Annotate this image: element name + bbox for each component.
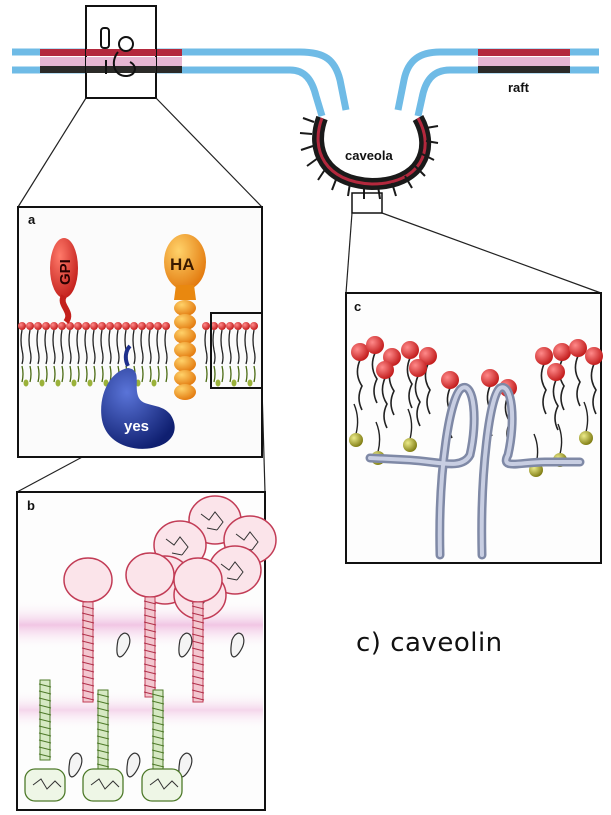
lipid-head bbox=[569, 339, 587, 357]
lipid-head bbox=[74, 322, 82, 330]
inner-head bbox=[88, 380, 93, 387]
lipid-head bbox=[226, 322, 234, 330]
lipid-head bbox=[90, 322, 98, 330]
protein-stalk bbox=[83, 602, 93, 702]
lipid-head bbox=[234, 322, 242, 330]
cholesterol bbox=[579, 431, 593, 445]
inner-head bbox=[24, 380, 29, 387]
lipid-head bbox=[218, 322, 226, 330]
panel-c-label: c bbox=[354, 299, 361, 314]
raft-segment-right bbox=[478, 49, 570, 73]
lipid-head bbox=[585, 347, 603, 365]
lipid-head bbox=[401, 341, 419, 359]
lipid-head bbox=[114, 322, 122, 330]
lipid-head bbox=[42, 322, 50, 330]
lipid-head bbox=[366, 336, 384, 354]
lipid-head bbox=[376, 361, 394, 379]
lipid-head bbox=[106, 322, 114, 330]
panel-a-label: a bbox=[28, 212, 36, 227]
lipid-head bbox=[26, 322, 34, 330]
gpi-label: GPI bbox=[57, 259, 74, 285]
yes-label: yes bbox=[124, 418, 149, 435]
inner-head bbox=[40, 380, 45, 387]
panel-b: b bbox=[17, 492, 276, 810]
figure-caption: c) caveolin bbox=[356, 628, 503, 658]
lipid-head bbox=[82, 322, 90, 330]
lipid-head bbox=[18, 322, 26, 330]
lipid-head bbox=[250, 322, 258, 330]
lipid-head bbox=[34, 322, 42, 330]
lipid-head bbox=[162, 322, 170, 330]
inner-head bbox=[216, 380, 221, 387]
lipid-head bbox=[122, 322, 130, 330]
zoom-box-top bbox=[86, 6, 156, 98]
inner-head bbox=[248, 380, 253, 387]
protein-stalk bbox=[193, 602, 203, 702]
cholesterol bbox=[349, 433, 363, 447]
lipid-head bbox=[441, 371, 459, 389]
lipid-head bbox=[50, 322, 58, 330]
lipid-head bbox=[481, 369, 499, 387]
lipid-head bbox=[535, 347, 553, 365]
lipid-head bbox=[146, 322, 154, 330]
panel-b-label: b bbox=[27, 498, 35, 513]
caveola-label: caveola bbox=[345, 148, 393, 163]
lipid-head bbox=[66, 322, 74, 330]
lipid-head bbox=[138, 322, 146, 330]
lipid-head bbox=[58, 322, 66, 330]
lipid-head bbox=[547, 363, 565, 381]
lipid-head bbox=[409, 359, 427, 377]
inner-head bbox=[152, 380, 157, 387]
ha-label: HA bbox=[170, 255, 195, 274]
protein-stalk bbox=[145, 597, 155, 697]
inner-head bbox=[56, 380, 61, 387]
lipid-head bbox=[98, 322, 106, 330]
raft-label: raft bbox=[508, 80, 530, 95]
panel-a: a GPI HA yes bbox=[18, 207, 262, 457]
protein-head bbox=[126, 553, 174, 597]
lipid-head bbox=[242, 322, 250, 330]
zoom-box-caveola bbox=[352, 193, 382, 213]
protein-head bbox=[174, 558, 222, 602]
cholesterol bbox=[403, 438, 417, 452]
lipid-head bbox=[553, 343, 571, 361]
lipid-head bbox=[202, 322, 210, 330]
caveola: caveola bbox=[300, 118, 438, 199]
protein-head bbox=[64, 558, 112, 602]
inner-head bbox=[72, 380, 77, 387]
inner-head bbox=[232, 380, 237, 387]
lipid-head bbox=[130, 322, 138, 330]
panel-c: c bbox=[346, 293, 603, 563]
lipid-head bbox=[154, 322, 162, 330]
